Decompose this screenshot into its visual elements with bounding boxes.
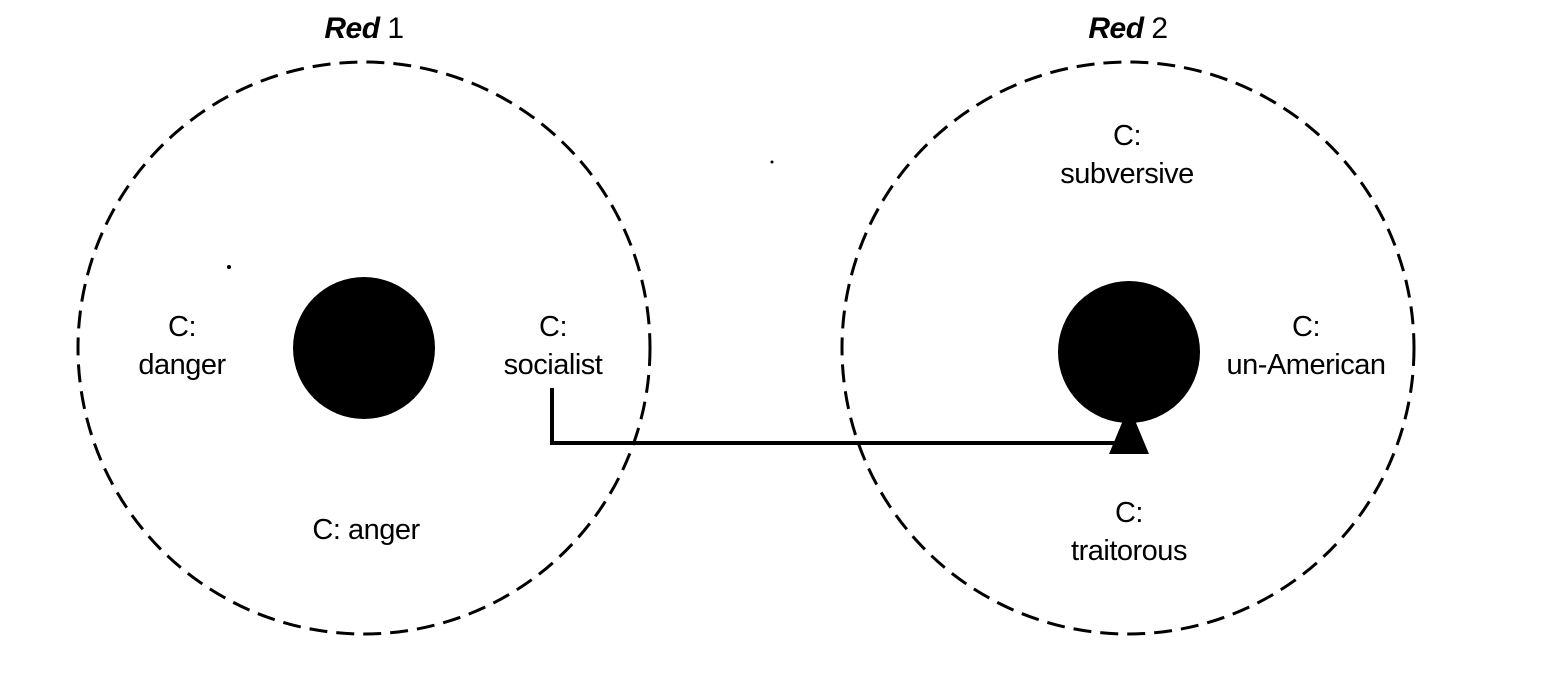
concept-socialist-text: socialist: [503, 349, 603, 381]
red1-center-node: [293, 277, 435, 419]
concept-un-american: C: un-American: [1227, 308, 1386, 384]
red2-title-word: Red: [1088, 12, 1144, 45]
red2-title-number: 2: [1151, 12, 1168, 45]
red1-title: Red 1: [324, 12, 404, 46]
concept-un-american-prefix: C:: [1292, 311, 1320, 343]
concept-subversive: C: subversive: [1060, 117, 1194, 193]
concept-socialist-prefix: C:: [539, 311, 567, 343]
speck-dot: [770, 160, 774, 164]
concept-un-american-text: un-American: [1226, 349, 1386, 381]
concept-danger-prefix: C:: [168, 311, 197, 343]
concept-traitorous-text: traitorous: [1071, 535, 1187, 567]
speck-dot: [227, 265, 231, 269]
red2-title: Red 2: [1088, 12, 1168, 46]
concept-anger: C: anger: [312, 511, 420, 549]
red1-dashed-circle: [76, 60, 652, 636]
red1-title-word: Red: [324, 12, 380, 45]
red2-center-node: [1058, 281, 1200, 423]
connector-arrow: [550, 388, 1149, 454]
concept-danger-text: danger: [138, 349, 226, 381]
concept-subversive-prefix: C:: [1113, 120, 1141, 152]
concept-socialist: C: socialist: [504, 308, 603, 384]
concept-traitorous-prefix: C:: [1114, 497, 1143, 529]
red2-dashed-circle: [840, 60, 1416, 636]
concept-traitorous: C: traitorous: [1071, 494, 1187, 570]
concept-anger-text: C: anger: [312, 514, 420, 546]
concept-subversive-text: subversive: [1060, 158, 1194, 190]
concept-danger: C: danger: [138, 308, 226, 384]
red1-title-number: 1: [387, 12, 404, 45]
